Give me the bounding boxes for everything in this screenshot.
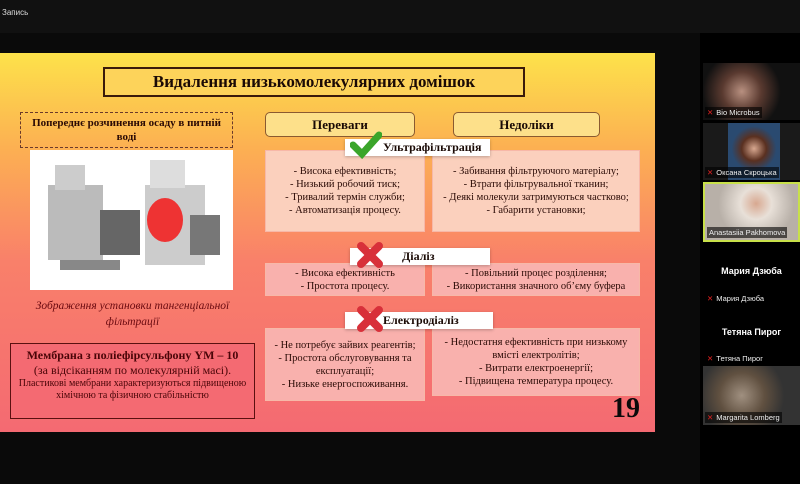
electrodialysis-cons: - Недостатня ефективність при низькому в… <box>432 328 640 396</box>
pro-item: - Висока ефективність; <box>293 166 397 177</box>
image-caption: Зображення установки тангенціальної філь… <box>35 300 230 328</box>
page-number: 19 <box>612 393 640 424</box>
cross-icon <box>357 242 383 268</box>
con-item: - Втрати фільтрувальної тканин; <box>463 179 609 190</box>
pre-dissolution-note: Попереднє розчинення осаду в питній воді <box>20 112 233 148</box>
name-text: Оксана Скроцька <box>716 168 777 177</box>
name-text: Margarita Lomberg <box>716 413 780 422</box>
pro-item: - Автоматизація процесу. <box>289 205 401 216</box>
participant-tile[interactable]: ✕Тетяна Пирог <box>703 346 800 366</box>
advantages-header: Переваги <box>265 112 415 137</box>
shared-slide: Видалення низькомолекулярних домішок Поп… <box>0 53 655 432</box>
membrane-note: Пластикові мембрани характеризуються під… <box>18 378 247 401</box>
ultrafiltration-label: Ультрафільтрація <box>345 139 490 156</box>
pro-item: - Низьке енергоспоживання. <box>281 378 409 390</box>
participant-name: Anastasiia Pakhomova <box>707 227 788 238</box>
con-item: - Недостатня ефективність при низькому в… <box>444 337 628 361</box>
pro-item: - Простота процесу. <box>300 280 390 292</box>
electrodialysis-label: Електродіаліз <box>345 312 493 329</box>
check-icon <box>350 131 382 159</box>
cross-icon <box>357 306 383 332</box>
con-item: - Використання значного об’єму буфера <box>446 280 626 292</box>
equipment-illustration <box>48 160 220 270</box>
muted-mic-icon: ✕ <box>707 354 714 363</box>
pro-item: - Не потребує зайвих реагентів; <box>274 339 416 351</box>
pro-item: - Тривалий термін служби; <box>285 192 405 203</box>
participant-name: ✕Bio Microbus <box>705 107 762 118</box>
con-item: - Габарити установки; <box>486 205 586 216</box>
participant-name-large: Тетяна Пирог <box>721 327 782 337</box>
muted-mic-icon: ✕ <box>707 294 714 303</box>
con-item: - Повільний процес розділення; <box>465 267 607 279</box>
participant-name: ✕Мария Дзюба <box>705 293 766 304</box>
membrane-subtitle: (за відсіканням по молекулярній масі). <box>33 363 232 377</box>
participant-name: ✕Тетяна Пирог <box>705 353 765 364</box>
membrane-title: Мембрана з поліефірсульфону YM – 10 <box>26 348 239 362</box>
recording-label: Запись <box>2 8 29 17</box>
con-item: - Витрати електроенергії; <box>478 363 594 374</box>
top-bar: Запись <box>0 0 800 33</box>
membrane-info-box: Мембрана з поліефірсульфону YM – 10 (за … <box>10 343 255 419</box>
con-item: - Підвищена температура процесу. <box>458 376 614 387</box>
muted-mic-icon: ✕ <box>707 413 714 422</box>
slide-title: Видалення низькомолекулярних домішок <box>103 67 525 97</box>
dialysis-pros: - Висока ефективність - Простота процесу… <box>265 263 425 296</box>
pro-item: - Висока ефективність <box>295 267 395 279</box>
ultrafiltration-cons: - Забивання фільтруючого матеріалу; - Вт… <box>432 150 640 232</box>
pro-item: - Низький робочий тиск; <box>289 179 401 190</box>
ultrafiltration-pros: - Висока ефективність; - Низький робочий… <box>265 150 425 232</box>
dialysis-label: Діаліз <box>350 248 490 265</box>
muted-mic-icon: ✕ <box>707 108 714 117</box>
name-text: Мария Дзюба <box>716 294 764 303</box>
muted-mic-icon: ✕ <box>707 168 714 177</box>
con-item: - Забивання фільтруючого матеріалу; <box>453 166 619 177</box>
participant-tile[interactable]: ✕Bio Microbus <box>703 63 800 120</box>
participant-tile[interactable]: ✕Margarita Lomberg <box>703 366 800 425</box>
electrodialysis-pros: - Не потребує зайвих реагентів; - Просто… <box>265 328 425 401</box>
participant-tile[interactable]: ✕Мария Дзюба <box>703 286 800 306</box>
con-item: - Деякі молекули затримуються частково; <box>443 192 629 203</box>
pro-item: - Простота обслуговування та експлуатаці… <box>278 352 412 377</box>
name-text: Тетяна Пирог <box>716 354 763 363</box>
filtration-unit-image <box>30 150 233 290</box>
name-text: Bio Microbus <box>716 108 760 117</box>
participant-name: ✕Margarita Lomberg <box>705 412 782 423</box>
dialysis-cons: - Повільний процес розділення; - Викорис… <box>432 263 640 296</box>
participant-name-large: Мария Дзюба <box>721 266 782 276</box>
disadvantages-header: Недоліки <box>453 112 600 137</box>
participant-tile-active-speaker[interactable]: Anastasiia Pakhomova <box>703 182 800 242</box>
participant-tile[interactable]: ✕Оксана Скроцька <box>703 123 800 180</box>
participant-name: ✕Оксана Скроцька <box>705 167 779 178</box>
